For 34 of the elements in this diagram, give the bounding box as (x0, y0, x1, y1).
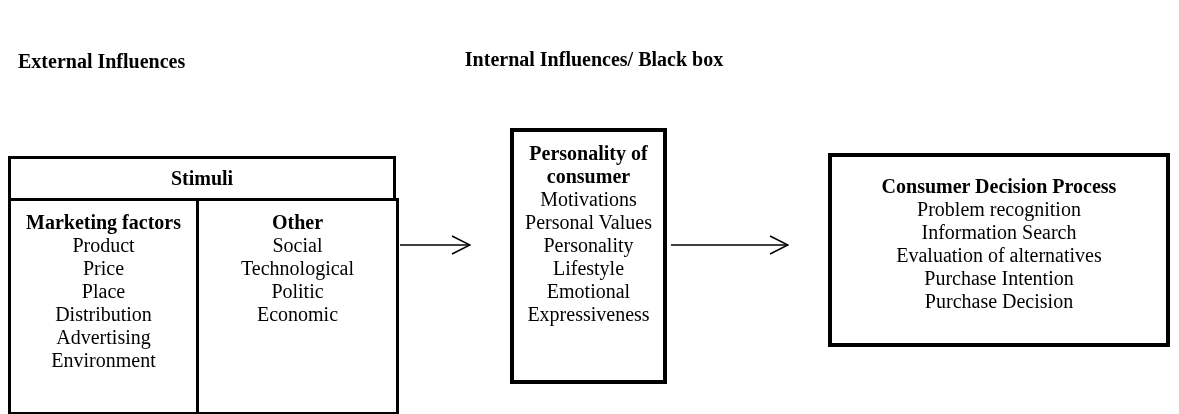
list-item: Economic (255, 303, 340, 326)
box-heading: Personality of consumer (528, 142, 649, 188)
list-item: Environment (50, 349, 157, 372)
list-item: Emotional Expressiveness (526, 280, 651, 326)
list-item: Lifestyle (551, 257, 626, 280)
list-item: Product (71, 234, 136, 257)
list-item: Advertising (55, 326, 152, 349)
section-heading: Internal Influences/ Black box (464, 48, 724, 71)
section-heading: External Influences (18, 50, 186, 73)
decision-process-box (828, 153, 1170, 347)
other-factors-box (196, 198, 399, 414)
list-item: Price (81, 257, 126, 280)
list-item: Politic (270, 280, 325, 303)
marketing-factors-box (8, 198, 199, 414)
list-item: Motivations (539, 188, 638, 211)
box-heading: Marketing factors (25, 211, 182, 234)
list-item: Social (271, 234, 324, 257)
list-item: Technological (240, 257, 355, 280)
list-item: Personality (542, 234, 635, 257)
personality-box (510, 128, 667, 384)
list-item: Problem recognition (916, 198, 1082, 221)
list-item: Place (80, 280, 127, 303)
list-item: Distribution (54, 303, 153, 326)
list-item: Purchase Intention (923, 267, 1075, 290)
box-heading: Other (270, 211, 325, 234)
list-item: Information Search (920, 221, 1078, 244)
box-heading: Consumer Decision Process (880, 175, 1118, 198)
list-item: Purchase Decision (923, 290, 1075, 313)
stimuli-box (8, 156, 396, 412)
box-heading: Stimuli (169, 167, 235, 190)
list-item: Personal Values (524, 211, 653, 234)
list-item: Evaluation of alternatives (895, 244, 1103, 267)
arrow (670, 235, 789, 255)
arrow (399, 235, 471, 255)
